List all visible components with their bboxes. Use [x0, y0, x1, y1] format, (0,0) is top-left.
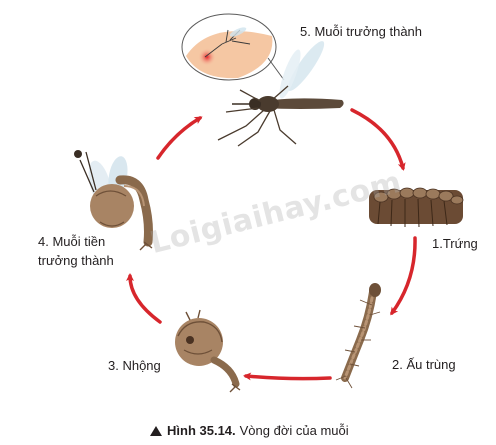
- arrow-egg-to-larva: [390, 236, 417, 316]
- mosquito-icon: [217, 41, 344, 147]
- pupa-icon: [175, 309, 241, 393]
- larva-icon: [335, 283, 381, 389]
- arrow-larva-to-pupa: [243, 372, 332, 381]
- arrow-preadult-to-adult: [156, 116, 203, 160]
- caption-text: Vòng đời của muỗi: [239, 423, 349, 438]
- figure-caption: Hình 35.14.Vòng đời của muỗi: [150, 423, 349, 439]
- arrow-adult-to-egg: [350, 108, 406, 171]
- label-preadult-line1: 4. Muỗi tiền: [38, 234, 106, 249]
- triangle-up-icon: [150, 426, 162, 436]
- skin-bite-icon: [181, 13, 285, 81]
- label-larva: 2. Ấu trùng: [392, 357, 456, 372]
- label-egg: 1.Trứng: [432, 236, 478, 251]
- label-preadult-line2: trưởng thành: [38, 253, 114, 268]
- figure-number: Hình 35.14.: [167, 423, 236, 438]
- arrow-pupa-to-preadult: [126, 273, 162, 324]
- cycle-arrows: [126, 108, 417, 381]
- emerging-mosquito-icon: [74, 150, 153, 251]
- label-adult: 5. Muỗi trưởng thành: [300, 24, 423, 39]
- label-pupa: 3. Nhộng: [108, 358, 161, 373]
- egg-raft-icon: [369, 187, 464, 228]
